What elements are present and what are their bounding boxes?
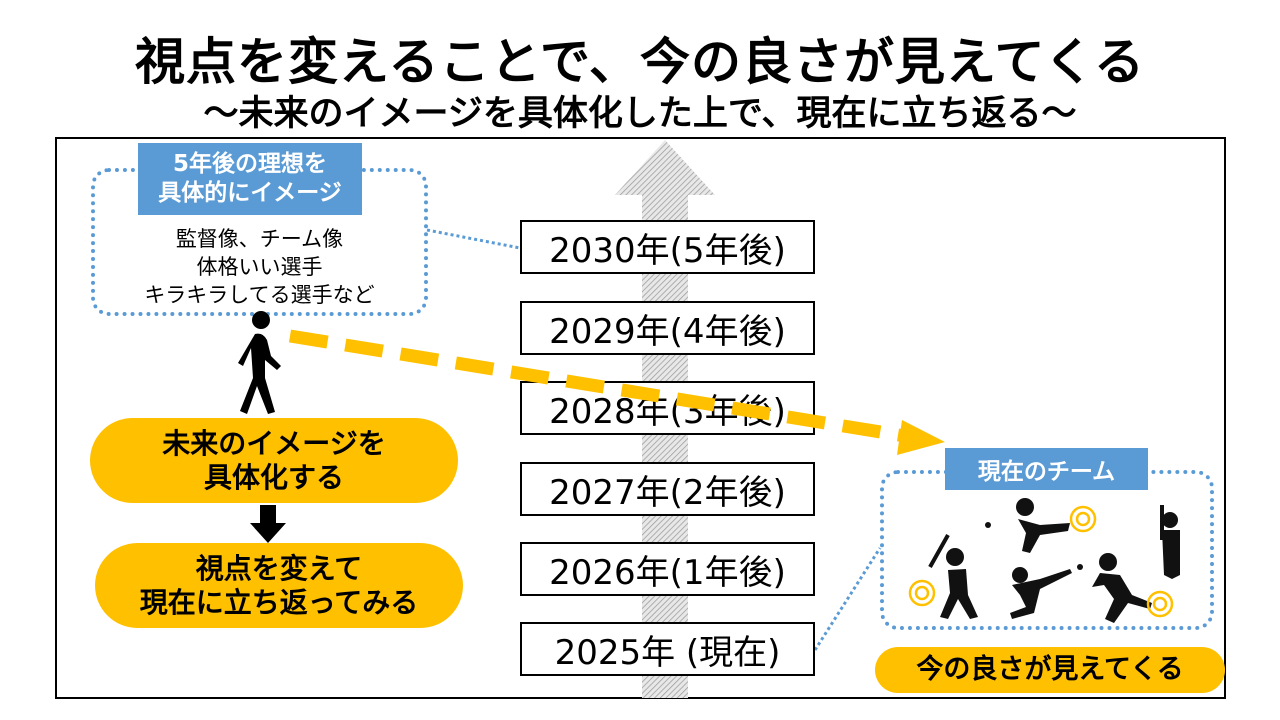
arrowhead-icon bbox=[897, 420, 945, 455]
target-ring-icons bbox=[908, 505, 1174, 618]
dashed-arrow-line bbox=[288, 329, 907, 443]
ideal-item: キラキラしてる選手など bbox=[144, 283, 375, 307]
slide-title: 視点を変えることで、今の良さが見えてくる bbox=[135, 33, 1145, 91]
year-box-2026: 2026年(1年後) bbox=[520, 542, 815, 596]
step-line: 未来のイメージを bbox=[162, 426, 386, 460]
current-connector bbox=[813, 547, 882, 651]
step-line: 現在に立ち返ってみる bbox=[139, 585, 419, 619]
ideal-item: 監督像、チーム像 bbox=[175, 227, 344, 251]
step-future-image: 未来のイメージを 具体化する bbox=[90, 418, 458, 503]
step-change-viewpoint: 視点を変えて 現在に立ち返ってみる bbox=[95, 543, 463, 628]
year-box-2030: 2030年(5年後) bbox=[520, 220, 815, 274]
current-team-label: 現在のチーム bbox=[945, 448, 1148, 490]
baseball-players-icon bbox=[908, 498, 1180, 623]
diagram-frame bbox=[55, 137, 1226, 699]
ideal-item: 体格いい選手 bbox=[196, 255, 323, 279]
down-arrow-icon bbox=[250, 505, 286, 543]
ideal-label-line2: 具体的にイメージ bbox=[158, 180, 342, 206]
walking-person-icon bbox=[238, 311, 281, 414]
step-line: 視点を変えて bbox=[195, 551, 363, 585]
year-box-2027: 2027年(2年後) bbox=[520, 462, 815, 516]
year-box-2025: 2025年 (現在) bbox=[520, 622, 815, 676]
ideal-connector bbox=[426, 228, 521, 250]
result-pill: 今の良さが見えてくる bbox=[875, 647, 1225, 693]
ideal-label: 5年後の理想を 具体的にイメージ bbox=[138, 143, 362, 215]
year-box-2029: 2029年(4年後) bbox=[520, 301, 815, 355]
ideal-list: 監督像、チーム像 体格いい選手 キラキラしてる選手など bbox=[91, 225, 428, 309]
slide-subtitle: ～未来のイメージを具体化した上で、現在に立ち返る～ bbox=[203, 94, 1077, 134]
ideal-label-line1: 5年後の理想を bbox=[172, 151, 327, 178]
step-line: 具体化する bbox=[203, 460, 344, 494]
